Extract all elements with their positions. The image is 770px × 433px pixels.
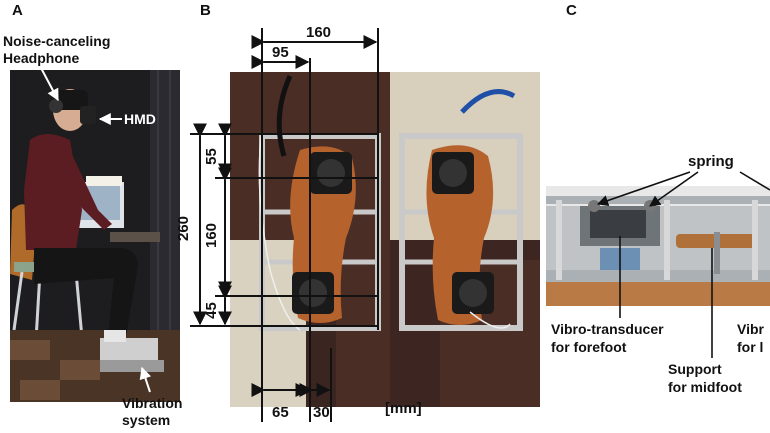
headphone-callout-arrow — [39, 65, 59, 102]
label-transducer-line1: Vibro-transducer — [551, 321, 664, 337]
panel-label-c: C — [566, 2, 577, 19]
label-transducer-line2: for forefoot — [551, 339, 627, 355]
dimension-unit: [mm] — [385, 400, 422, 417]
photo-panel-c — [546, 186, 770, 306]
dimension-lines — [190, 28, 379, 422]
label-support-line1: Support — [668, 361, 722, 377]
dimension-segment-mid: 160 — [203, 222, 221, 249]
label-headphone-line2: Headphone — [3, 50, 80, 66]
label-support-line2: for midfoot — [668, 379, 742, 395]
label-spring: spring — [688, 153, 734, 170]
dimension-partial-width: 95 — [272, 44, 289, 61]
label-vibration-line2: system — [122, 412, 171, 428]
label-cut-line1: Vibr — [737, 321, 764, 337]
label-headphone-line1: Noise-canceling — [3, 33, 111, 49]
label-hmd: HMD — [124, 111, 156, 127]
dimension-bottom-right: 30 — [313, 404, 330, 421]
panel-label-a: A — [12, 2, 23, 19]
vibration-callout-arrow — [139, 366, 152, 393]
panel-label-b: B — [200, 2, 211, 19]
dimension-bottom-left: 65 — [272, 404, 289, 421]
dimension-segment-top: 55 — [202, 148, 220, 165]
panel-c-callouts — [596, 171, 770, 358]
dimension-total-length: 260 — [175, 215, 193, 242]
dimension-total-width: 160 — [306, 24, 332, 41]
label-cut-line2: for l — [737, 339, 764, 355]
dimension-segment-bottom: 45 — [202, 302, 220, 319]
label-vibration-line1: Vibration — [122, 395, 183, 411]
photo-panel-b-right — [390, 72, 540, 407]
